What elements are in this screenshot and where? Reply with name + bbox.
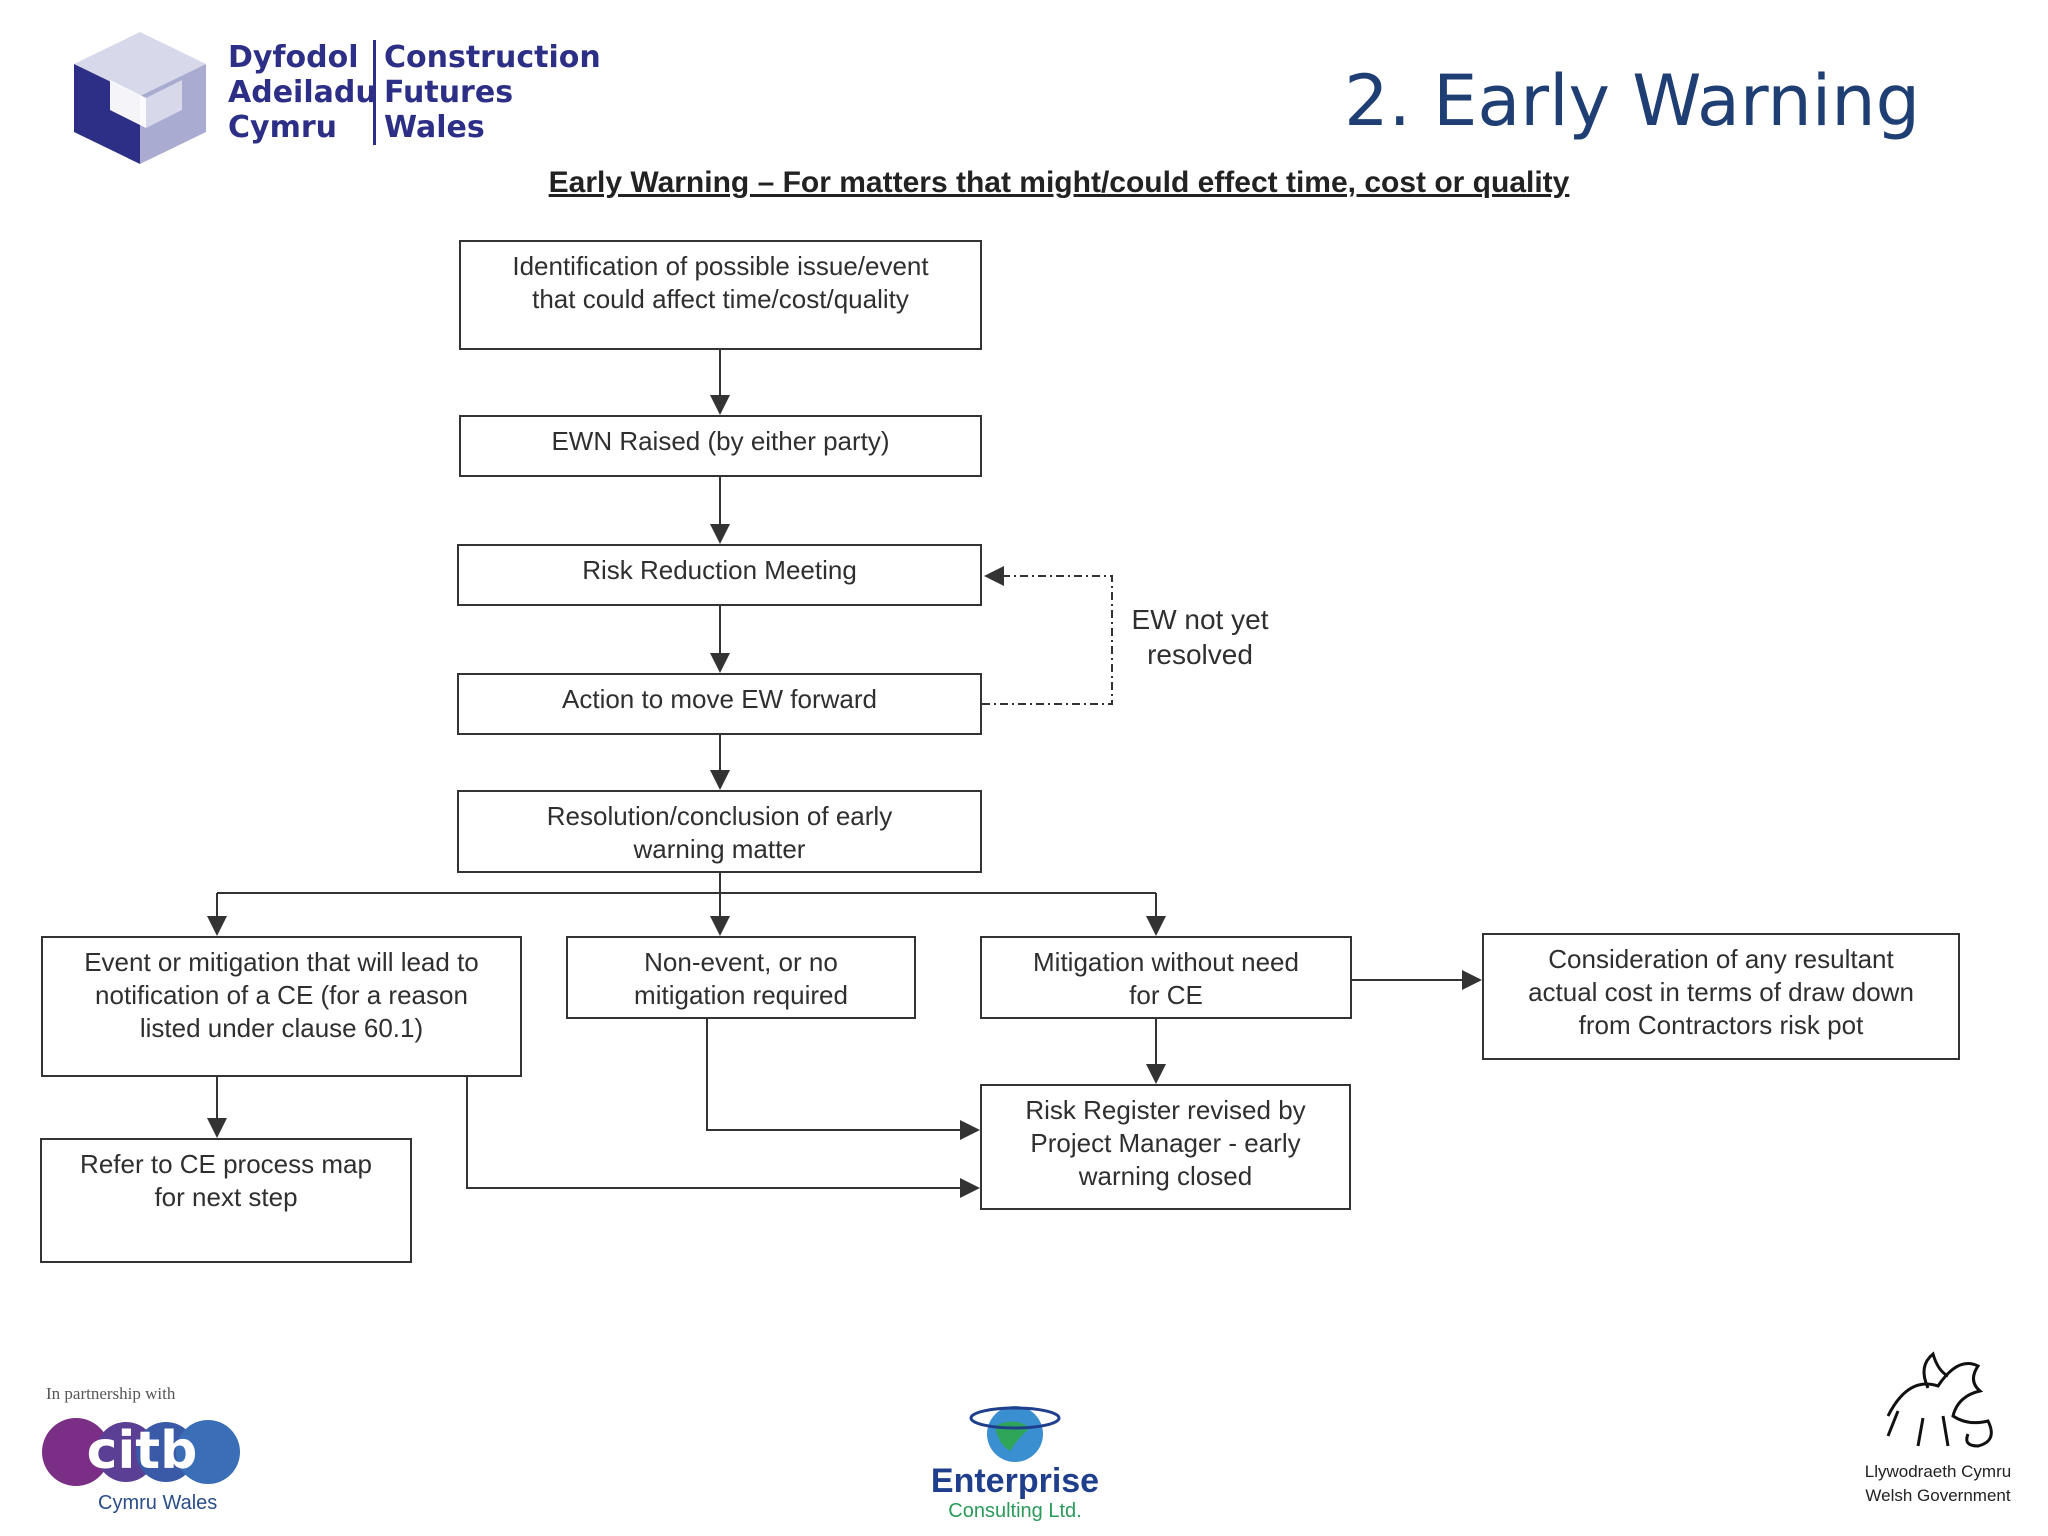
citb-mark-icon: citb [42, 1418, 240, 1486]
logo-welsh-line: Dyfodol [228, 40, 359, 75]
connector-event-register [466, 1077, 980, 1198]
node-line: Project Manager - early [1030, 1128, 1301, 1158]
logo-english-line: Futures [384, 75, 514, 110]
node-risk-reduction-meeting: Risk Reduction Meeting [457, 544, 982, 606]
node-line: Mitigation without need [1033, 947, 1299, 977]
logo-welsh-text: Dyfodol Adeiladu Cymru [228, 40, 377, 145]
note-line: EW not yet [1131, 604, 1269, 635]
citb-subtitle: Cymru Wales [98, 1492, 218, 1514]
node-line: for CE [1129, 980, 1203, 1010]
citb-logo: In partnership with citb Cymru Wales [42, 1384, 262, 1524]
note-line: resolved [1147, 639, 1253, 670]
node-ewn-raised: EWN Raised (by either party) [459, 415, 982, 477]
node-line: Event or mitigation that will lead to [84, 947, 479, 977]
cube-logo-icon [74, 32, 206, 164]
node-line: notification of a CE (for a reason [95, 980, 468, 1010]
globe-icon [969, 1406, 1061, 1462]
node-line: Risk Reduction Meeting [582, 555, 857, 585]
welsh-government-logo: Llywodraeth Cymru Welsh Government [1838, 1346, 2038, 1526]
wg-text-welsh: Llywodraeth Cymru [1864, 1462, 2012, 1481]
node-line: for next step [154, 1182, 298, 1212]
wg-text-english: Welsh Government [1865, 1486, 2011, 1505]
node-line: mitigation required [634, 980, 848, 1010]
citb-mark-text: citb [87, 1421, 198, 1481]
node-line: from Contractors risk pot [1578, 1010, 1864, 1040]
slide-title: 2. Early Warning [1344, 60, 1920, 142]
enterprise-name: Enterprise [930, 1462, 1100, 1500]
node-line: warning closed [1078, 1161, 1253, 1191]
node-line: that could affect time/cost/quality [532, 284, 909, 314]
citb-caption: In partnership with [46, 1384, 176, 1403]
node-line: Non-event, or no [644, 947, 838, 977]
loop-connector-ew-not-resolved [982, 566, 1113, 705]
node-line: Resolution/conclusion of early [546, 801, 893, 831]
diagram-title: Early Warning – For matters that might/c… [548, 166, 1570, 199]
construction-futures-wales-logo: Dyfodol Adeiladu Cymru Construction Futu… [70, 28, 601, 178]
node-line: Consideration of any resultant [1548, 944, 1894, 974]
logo-welsh-line: Adeiladu [228, 75, 377, 110]
logo-english-text: Construction Futures Wales [373, 40, 601, 145]
enterprise-consulting-logo: Enterprise Consulting Ltd. [900, 1396, 1130, 1536]
node-line: warning matter [633, 834, 806, 864]
logo-english-line: Wales [384, 110, 485, 145]
connector-nonevent-register [706, 1019, 980, 1140]
node-line: Identification of possible issue/event [512, 251, 929, 281]
node-line: Risk Register revised by [1025, 1095, 1306, 1125]
node-line: actual cost in terms of draw down [1528, 977, 1914, 1007]
enterprise-subtitle: Consulting Ltd. [948, 1500, 1082, 1522]
node-line: listed under clause 60.1) [139, 1013, 424, 1043]
node-action-move-forward: Action to move EW forward [457, 673, 982, 735]
welsh-dragon-icon [1886, 1351, 1993, 1448]
node-line: Refer to CE process map [80, 1149, 372, 1179]
logo-welsh-line: Cymru [228, 110, 337, 145]
logo-english-line: Construction [384, 40, 601, 75]
node-line: Action to move EW forward [562, 684, 877, 714]
loop-note-ew-not-resolved: EW not yet resolved [1120, 602, 1280, 672]
node-line: EWN Raised (by either party) [551, 426, 890, 456]
